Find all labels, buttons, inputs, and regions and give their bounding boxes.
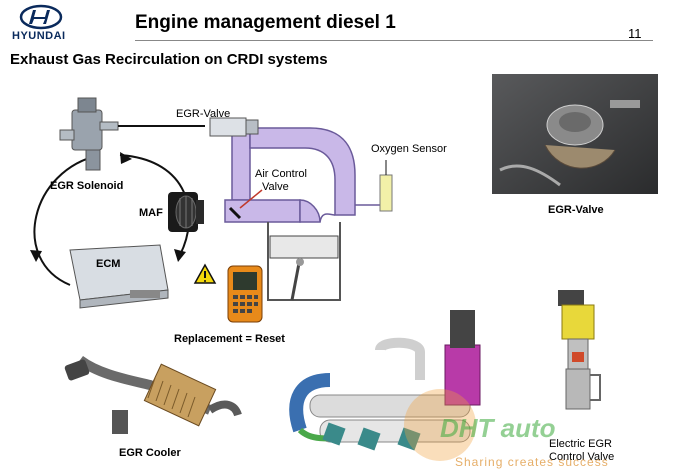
egr-solenoid-image: [59, 97, 119, 171]
egr-cooler-image: [64, 355, 242, 434]
page-title: Engine management diesel 1: [135, 12, 396, 33]
watermark-circle-icon: [404, 389, 476, 461]
intake-manifold-pipe: [209, 117, 356, 223]
replacement-reset-label: Replacement = Reset: [174, 333, 285, 345]
air-control-label-line2: Valve: [262, 181, 289, 193]
egr-solenoid-label: EGR Solenoid: [50, 180, 124, 192]
warning-icon: [193, 263, 217, 284]
loop-left-arc: [33, 154, 101, 286]
page-number: 11: [628, 26, 642, 41]
oxygen-sensor-label: Oxygen Sensor: [371, 143, 447, 155]
maf-sensor-image: [168, 192, 204, 232]
oxygen-sensor-shape: [379, 174, 393, 212]
loop-arrow-left: [30, 250, 42, 262]
ecm-unit-image: [69, 244, 169, 309]
electric-egr-label-line2: Control Valve: [549, 451, 615, 463]
loop-right-arc: [119, 154, 191, 256]
electric-egr-valve-image: [558, 290, 601, 410]
egr-valve-photo: [492, 74, 658, 194]
egr-cooler-label: EGR Cooler: [119, 447, 181, 459]
watermark-brand: DHT auto: [440, 413, 556, 443]
hyundai-logo-icon: [19, 4, 63, 30]
egr-valve-top-label: EGR-Valve: [176, 108, 231, 120]
header-divider: [135, 40, 653, 41]
engine-cylinder: [267, 222, 341, 301]
egr-valve-photo-label: EGR-Valve: [548, 204, 604, 216]
egr-assembly-image: [289, 310, 481, 451]
diagnostic-tester-image: [227, 265, 263, 323]
loop-arrow-top: [120, 152, 132, 164]
air-control-flap: [228, 206, 242, 220]
brand-name: HYUNDAI: [12, 30, 66, 42]
maf-label: MAF: [139, 207, 163, 219]
loop-arrow-right: [174, 249, 186, 262]
watermark-slogan: Sharing creates success: [455, 455, 609, 469]
hyundai-logo: HYUNDAI: [12, 4, 70, 44]
watermark: DHT auto Sharing creates success: [400, 385, 670, 470]
air-control-leader: [239, 189, 263, 209]
electric-egr-label-line1: Electric EGR: [549, 438, 612, 450]
air-control-label-line1: Air Control: [255, 168, 307, 180]
section-subtitle: Exhaust Gas Recirculation on CRDI system…: [10, 51, 328, 68]
ecm-label: ECM: [96, 258, 121, 270]
